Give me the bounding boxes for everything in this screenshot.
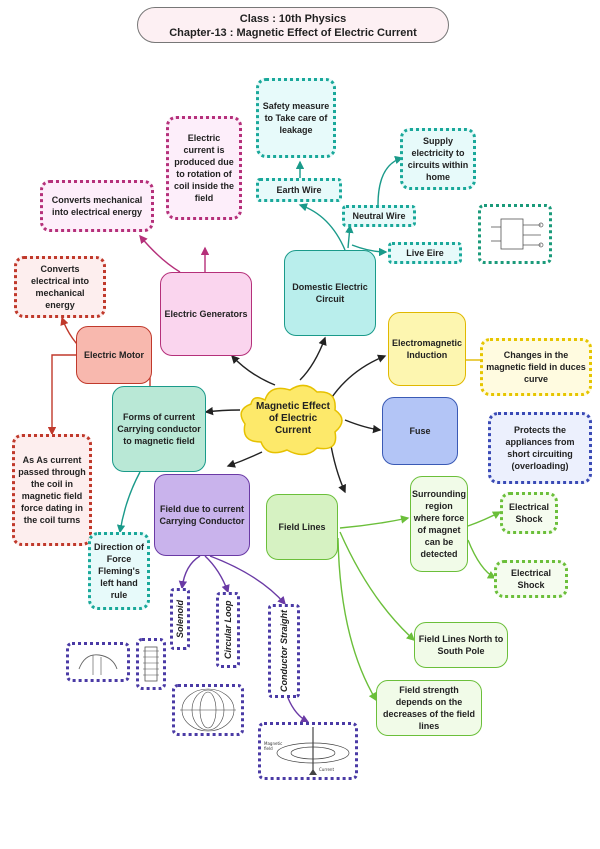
node-neutral-wire: Neutral Wire xyxy=(342,205,416,227)
page-header: Class : 10th Physics Chapter-13 : Magnet… xyxy=(137,7,449,43)
conductor-field-sketch-icon xyxy=(276,727,350,775)
circuit-diagram-image xyxy=(478,204,552,264)
chapter-title: Chapter-13 : Magnetic Effect of Electric… xyxy=(169,27,417,39)
node-fuse: Fuse xyxy=(382,397,458,465)
node-surrounding-region: Surrounding region where force of magnet… xyxy=(410,476,468,572)
node-supply-electricity: Supply electricity to circuits within ho… xyxy=(400,128,476,190)
node-electrical-shock-1: Electrical Shock xyxy=(500,492,558,534)
node-field-due-to-current: Field due to current Carrying Conductor xyxy=(154,474,250,556)
node-domestic-circuit: Domestic Electric Circuit xyxy=(284,250,376,336)
node-converts-mechanical: Converts mechanical into electrical ener… xyxy=(40,180,154,232)
circular-loop-field-image xyxy=(172,684,244,736)
node-electric-generators: Electric Generators xyxy=(160,272,252,356)
center-topic: Magnetic Effect of Electric Current xyxy=(256,401,330,436)
straight-conductor-image: Magnetic field Current xyxy=(258,722,358,780)
node-electric-motor: Electric Motor xyxy=(76,326,152,384)
circuit-sketch-icon xyxy=(491,218,544,250)
node-field-strength: Field strength depends on the decreases … xyxy=(376,680,482,736)
node-north-to-south: Field Lines North to South Pole xyxy=(414,622,508,668)
node-live-wire: Live Eire xyxy=(388,242,462,264)
node-direction-of-force: Direction of Force Fleming's left hand r… xyxy=(88,532,150,610)
node-safety-measure: Safety measure to Take care of leakage xyxy=(256,78,336,158)
field-lines-sketch-icon xyxy=(180,688,236,732)
hand-sketch-icon xyxy=(78,654,118,675)
label-magnetic-field: Magnetic field xyxy=(264,741,283,751)
node-electromagnetic-induction: Electromagnetic Induction xyxy=(388,312,466,386)
node-converts-electrical: Converts electrical into mechanical ener… xyxy=(14,256,106,318)
node-conductor-straight: Conductor Straight xyxy=(268,604,300,698)
node-circular-loop: Circular Loop xyxy=(216,592,240,668)
solenoid-sketch-icon xyxy=(143,646,159,682)
center-cloud-shape xyxy=(240,384,343,456)
label-current: Current xyxy=(319,767,335,772)
node-as-current: As As current passed through the coil in… xyxy=(12,434,92,546)
node-forms-of-current: Forms of current Carrying conductor to m… xyxy=(112,386,206,472)
node-earth-wire: Earth Wire xyxy=(256,178,342,202)
node-protects-appliances: Protects the appliances from short circu… xyxy=(488,412,592,484)
solenoid-image xyxy=(136,638,166,690)
class-title: Class : 10th Physics xyxy=(239,13,347,25)
node-current-produced: Electric current is produced due to rota… xyxy=(166,116,242,220)
hand-rule-image xyxy=(66,642,130,682)
node-field-lines: Field Lines xyxy=(266,494,338,560)
node-solenoid: Solenoid xyxy=(170,588,190,650)
node-changes-magnetic-field: Changes in the magnetic field in duces c… xyxy=(480,338,592,396)
node-electrical-shock-2: Electrical Shock xyxy=(494,560,568,598)
